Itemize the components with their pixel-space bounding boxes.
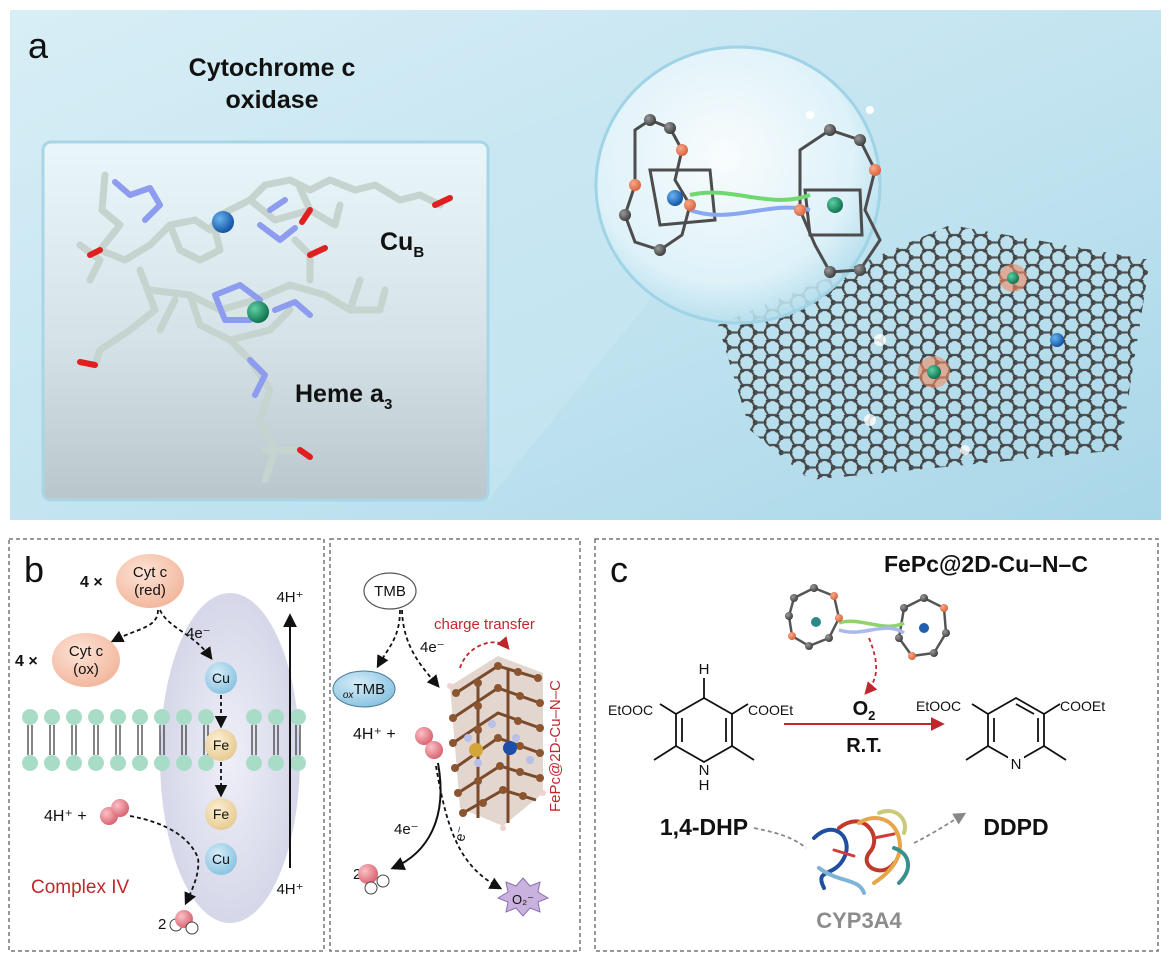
lipid-bilayer — [22, 709, 306, 771]
dhp-nh-h: H — [699, 777, 710, 794]
tmb-electron-arrow — [401, 609, 440, 688]
catalyst-to-reaction-arrow — [864, 637, 878, 695]
proton-top-label: 4H⁺ — [276, 589, 303, 606]
complex-iv-label: Complex IV — [31, 877, 130, 898]
oxygen-reagent: O2 — [853, 698, 876, 723]
dhp-h-atom: H — [699, 661, 710, 678]
water-molecule-right-icon — [358, 864, 390, 895]
tmb-oxidation-arrow — [376, 609, 401, 669]
four-electron-arrow — [390, 762, 442, 871]
oxygen-reduction-arrow — [129, 815, 200, 906]
water-coefficient: 2 — [158, 916, 166, 933]
active-site-box — [41, 140, 490, 502]
cyt-c-red-line2: (red) — [134, 582, 166, 599]
dhp-etooc: EtOOC — [608, 702, 653, 718]
fe-heme-a-node — [205, 729, 237, 761]
oxygen-molecule-right-icon — [415, 727, 443, 759]
cu-a-node — [205, 662, 237, 694]
fepc-molecule-zoom — [623, 118, 882, 274]
title-line-1: Cytochrome c — [189, 54, 356, 82]
cyt-c-ox-line1: Cyt c — [69, 643, 104, 660]
proton-left-label: 4H⁺ + — [44, 808, 87, 825]
tmb-node — [363, 572, 417, 610]
ddpd-n-atom: N — [1011, 756, 1022, 773]
ddpd-n-mask — [1008, 754, 1024, 770]
cyp3a4-label: CYP3A4 — [816, 908, 902, 933]
cu-b-label: Cu — [212, 851, 230, 867]
fepc-stack-model — [447, 656, 546, 831]
panel-a: a Cytochrome c oxidase — [10, 10, 1161, 520]
enzyme-output-arrow — [913, 812, 967, 844]
panel-b-left-frame — [8, 538, 325, 952]
ddpd-label: DDPD — [983, 814, 1048, 840]
panel-b: b Cyt c (red) 4 × Cyt c (ox) 4 × 4e⁻ Cu … — [8, 538, 582, 952]
heme-label: Heme a3 — [295, 380, 392, 413]
oxtmb-label: oxTMB — [343, 681, 385, 701]
fe-a-label: Fe — [213, 737, 230, 753]
cyp3a4-protein-icon — [812, 809, 910, 895]
cu-b-node — [205, 843, 237, 875]
room-temp-label: R.T. — [846, 735, 882, 757]
enzyme-input-arrow — [753, 827, 807, 849]
cyt-red-multiplier: 4 × — [80, 574, 103, 591]
cyt-ox-multiplier: 4 × — [15, 653, 38, 670]
panel-b-right-frame — [329, 538, 581, 952]
ddpd-structure — [965, 696, 1067, 764]
dhp-cooet: COOEt — [748, 702, 793, 718]
superoxide-burst-icon — [496, 877, 550, 917]
catalyst-molecule — [785, 584, 950, 660]
embedded-metal-sites — [864, 264, 1064, 455]
copper-b-atom — [212, 211, 234, 233]
water-molecule-icon — [169, 910, 199, 935]
water-coefficient-right: 2 — [353, 866, 361, 883]
dhp-n-atom: N — [699, 762, 710, 779]
cyt-c-red-line1: Cyt c — [133, 564, 168, 581]
panel-a-letter: a — [28, 25, 49, 66]
ddpd-etooc: EtOOC — [916, 698, 961, 714]
oxtmb-node — [332, 670, 396, 708]
charge-transfer-label: charge transfer — [434, 616, 535, 633]
catalyst-label: FePc@2D-Cu–N–C — [884, 551, 1088, 577]
single-electron-label: e⁻ — [451, 825, 469, 843]
electron-label-right: 4e⁻ — [420, 639, 445, 656]
heme-iron-atom — [247, 301, 269, 323]
electron-release-arrow — [110, 609, 159, 643]
panel-c-letter: c — [610, 549, 628, 590]
fe-heme-a3-node — [205, 798, 237, 830]
zoom-atoms — [619, 106, 881, 278]
charge-transfer-arrow — [459, 636, 510, 669]
electron-label: 4e⁻ — [186, 625, 211, 642]
ddpd-cooet: COOEt — [1060, 698, 1105, 714]
proton-bottom-label: 4H⁺ — [276, 881, 303, 898]
cyt-c-red — [116, 554, 184, 608]
oxygen-molecule-icon — [100, 799, 129, 825]
fe-a3-label: Fe — [213, 806, 230, 822]
panel-c-frame — [594, 538, 1159, 952]
cu-center-atom — [503, 741, 517, 755]
fe-center-atom — [469, 743, 483, 757]
proton-right-label: 4H⁺ + — [353, 726, 396, 743]
panel-c: c FePc@2D-Cu–N–C H EtOOC COOEt N H — [594, 538, 1159, 952]
cyt-c-ox — [52, 633, 120, 687]
cyt-c-ox-line2: (ox) — [73, 661, 99, 678]
panel-b-canvas: b Cyt c (red) 4 × Cyt c (ox) 4 × 4e⁻ Cu … — [8, 538, 581, 952]
fepc-vertical-label: FePc@2D-Cu–N–C — [547, 680, 564, 812]
panel-a-canvas: a Cytochrome c oxidase — [10, 10, 1161, 520]
electron-to-cu-arrow — [159, 609, 213, 661]
cub-label: CuB — [380, 228, 424, 261]
title-line-2: oxidase — [225, 86, 318, 114]
dhp-structure — [653, 678, 755, 764]
one-electron-arrow — [435, 765, 503, 890]
tmb-label: TMB — [374, 583, 406, 600]
cu-a-label: Cu — [212, 670, 230, 686]
panel-b-letter: b — [24, 549, 44, 590]
panel-c-canvas: c FePc@2D-Cu–N–C H EtOOC COOEt N H — [594, 538, 1159, 952]
dhp-label: 1,4-DHP — [660, 814, 748, 840]
electron-label-lower: 4e⁻ — [394, 821, 419, 838]
superoxide-label: O₂⁻ — [512, 892, 534, 907]
